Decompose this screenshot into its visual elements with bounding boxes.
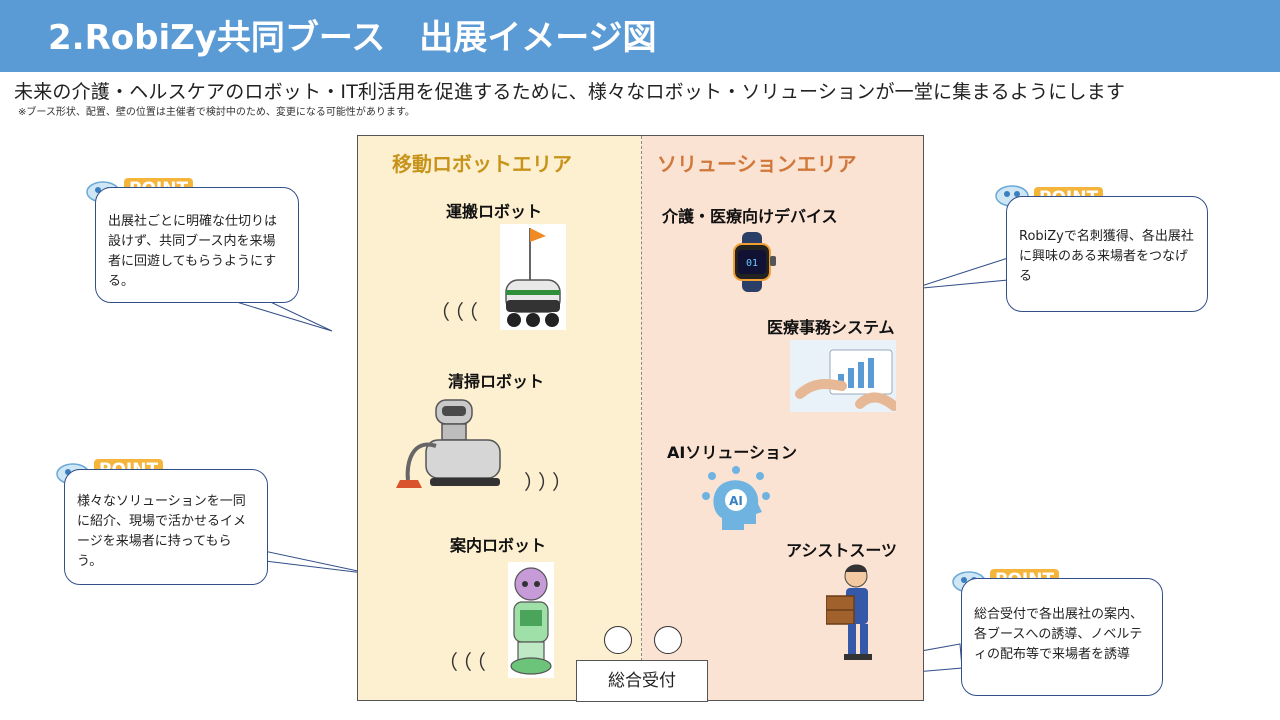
medical-device-label: 介護・医療向けデバイス <box>662 207 838 226</box>
signal-waves-3: （（（ <box>438 650 490 674</box>
solution-area-title: ソリューションエリア <box>657 152 857 176</box>
signal-waves-1: （（（ <box>430 300 482 324</box>
svg-text:01: 01 <box>746 258 758 269</box>
point-bubble-4: 総合受付で各出展社の案内、各ブースへの誘導、ノベルティの配布等で来場者を誘導 <box>961 578 1163 696</box>
ai-head-icon: AI <box>702 466 770 530</box>
assist-suit-label: アシストスーツ <box>786 541 898 560</box>
smartwatch-icon: 01 <box>733 232 776 292</box>
mobile-robot-area <box>357 135 642 701</box>
point-text-2: 様々なソリューションを一同に紹介、現場で活かせるイメージを来場者に持ってもらう。 <box>77 494 247 569</box>
point-text-4: 総合受付で各出展社の案内、各ブースへの誘導、ノベルティの配布等で来場者を誘導 <box>974 607 1144 662</box>
tablet-chart-icon <box>790 340 896 412</box>
reception-seat <box>604 626 632 654</box>
svg-text:AI: AI <box>729 494 743 508</box>
point-bubble-1: 出展社ごとに明確な仕切りは設けず、共同ブース内を来場者に回遊してもらうようにする… <box>95 187 299 303</box>
intro-text: 未来の介護・ヘルスケアのロボット・IT利活用を促進するために、様々なロボット・ソ… <box>14 81 1126 103</box>
point-text-1: 出展社ごとに明確な仕切りは設けず、共同ブース内を来場者に回遊してもらうようにする… <box>108 214 278 289</box>
cleaning-robot-label: 清掃ロボット <box>448 372 545 391</box>
page-title: 2.RobiZy共同ブース 出展イメージ図 <box>48 18 657 58</box>
assist-suit-icon <box>826 564 872 660</box>
title-bar <box>0 0 1280 72</box>
mobile-robot-area-title: 移動ロボットエリア <box>392 152 572 176</box>
cleaning-robot-icon <box>396 399 501 488</box>
guide-robot-icon <box>508 562 554 678</box>
delivery-robot-icon <box>500 224 566 330</box>
reception-desk: 総合受付 <box>576 660 708 702</box>
point-text-3: RobiZyで名刺獲得、各出展社に興味のある来場者をつなげる <box>1019 229 1194 284</box>
disclaimer-note: ※ブース形状、配置、壁の位置は主催者で検討中のため、変更になる可能性があります。 <box>18 107 415 118</box>
guide-robot-label: 案内ロボット <box>450 536 547 555</box>
point-bubble-2: 様々なソリューションを一同に紹介、現場で活かせるイメージを来場者に持ってもらう。 <box>64 469 268 585</box>
signal-waves-2: ））） <box>524 470 576 494</box>
point-bubble-3: RobiZyで名刺獲得、各出展社に興味のある来場者をつなげる <box>1006 196 1208 312</box>
ai-solution-label: AIソリューション <box>667 443 798 462</box>
reception-seat <box>654 626 682 654</box>
medical-office-label: 医療事務システム <box>767 318 895 337</box>
delivery-robot-label: 運搬ロボット <box>446 202 543 221</box>
solution-area <box>642 135 924 701</box>
area-divider <box>641 136 642 666</box>
